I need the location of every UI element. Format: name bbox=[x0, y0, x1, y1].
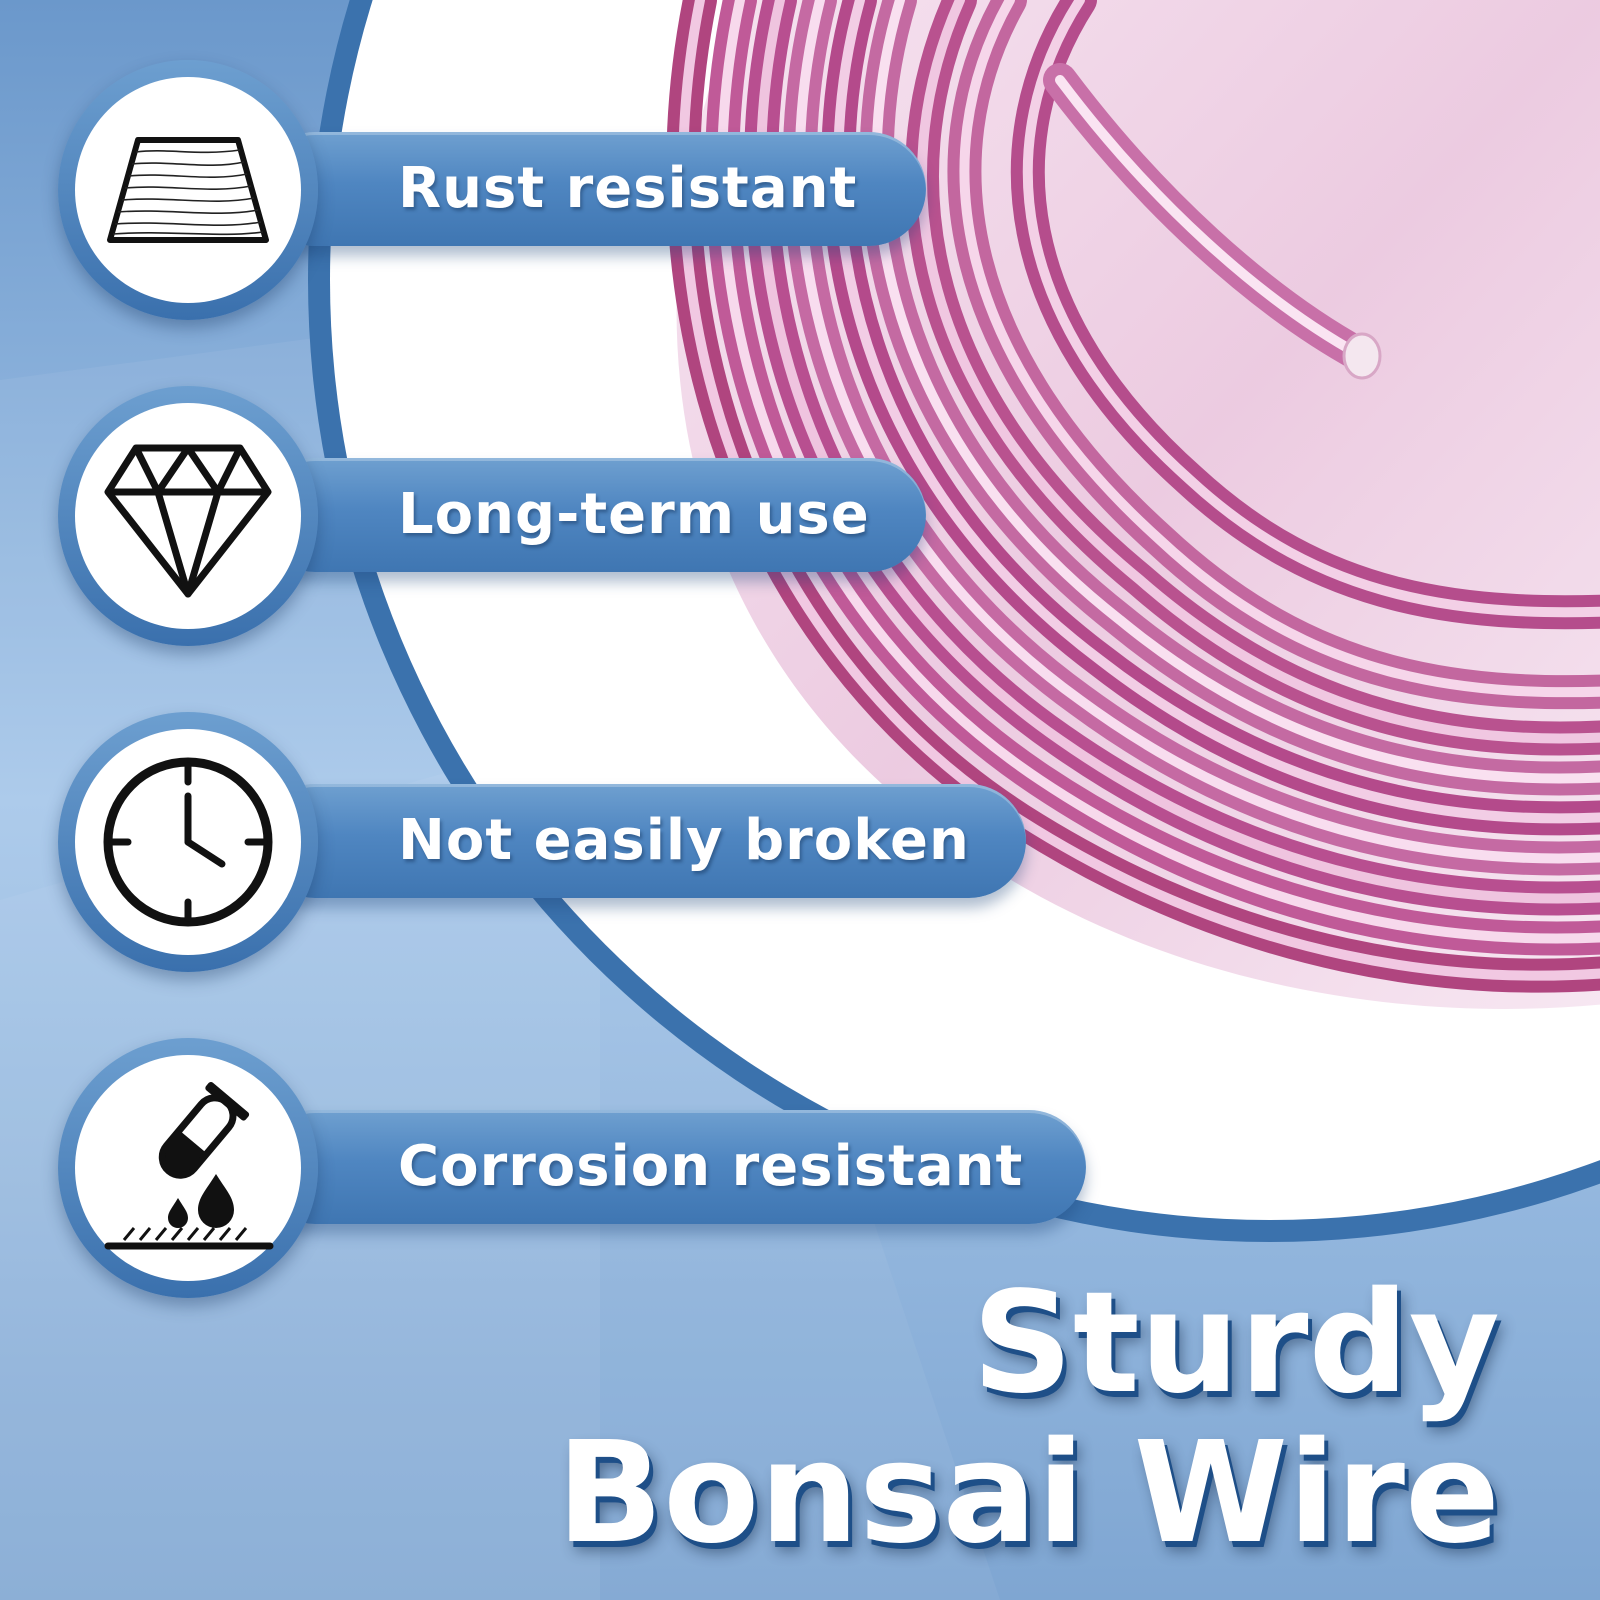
chemical-drip-icon bbox=[104, 1081, 274, 1250]
feature-label: Not easily broken bbox=[398, 808, 970, 873]
feature-long-term-use: Long-term use bbox=[58, 386, 1018, 646]
diamond-icon bbox=[104, 444, 272, 598]
headline-line-2: Bonsai Wire bbox=[556, 1412, 1501, 1575]
feature-badge bbox=[58, 386, 318, 646]
feature-rust-resistant: Rust resistant bbox=[58, 60, 1018, 320]
clock-icon bbox=[103, 757, 273, 927]
feature-badge bbox=[58, 1038, 318, 1298]
feature-label: Long-term use bbox=[398, 482, 870, 547]
feature-badge bbox=[58, 712, 318, 972]
feature-badge bbox=[58, 60, 318, 320]
feature-label: Corrosion resistant bbox=[398, 1134, 1024, 1199]
feature-pill: Corrosion resistant bbox=[258, 1110, 1086, 1224]
feature-corrosion-resistant: Corrosion resistant bbox=[58, 1038, 1086, 1298]
feature-not-easily-broken: Not easily broken bbox=[58, 712, 1026, 972]
headline-line-1: Sturdy bbox=[972, 1262, 1500, 1425]
feature-label: Rust resistant bbox=[398, 156, 858, 221]
feature-pill: Rust resistant bbox=[258, 132, 926, 246]
feature-pill: Not easily broken bbox=[258, 784, 1026, 898]
wire-texture-icon bbox=[107, 137, 269, 243]
feature-pill: Long-term use bbox=[258, 458, 926, 572]
